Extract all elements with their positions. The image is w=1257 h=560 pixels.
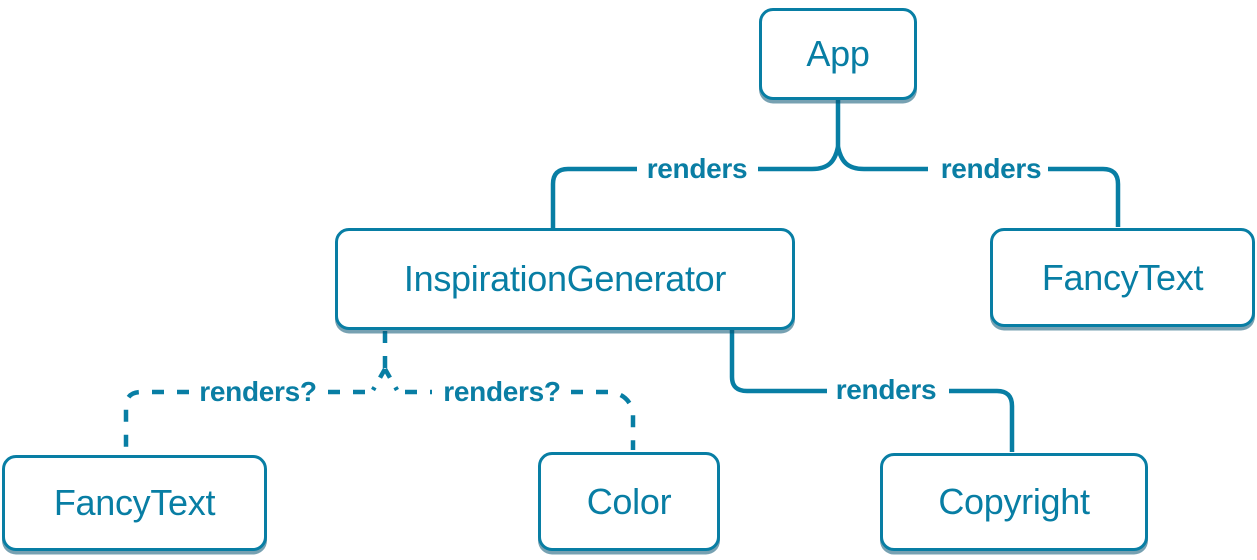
edge-app-fancytext-line <box>1048 166 1121 227</box>
edge-label-inspirationgenerator-copyright: renders <box>835 374 937 405</box>
edge-label-inspirationgenerator-color: renders? <box>443 376 561 407</box>
edge-label-inspirationgenerator-fancytext: renders? <box>199 376 317 407</box>
edge-inspirationgenerator-copyright-line-right <box>949 388 1015 452</box>
edge-inspirationgenerator-copyright-line-left <box>729 330 827 394</box>
edge-inspirationgenerator-fancytext-dashed-line <box>123 389 189 454</box>
node-app: App <box>759 8 917 100</box>
edge-label-app-inspirationgenerator: renders <box>646 153 748 184</box>
node-copyright: Copyright <box>880 453 1148 551</box>
node-fancy-text-bottom: FancyText <box>2 455 267 551</box>
edge-app-fork-line <box>758 146 928 172</box>
node-fancy-text-top: FancyText <box>990 228 1255 327</box>
edge-label-app-fancytext: renders <box>940 153 1042 184</box>
node-inspiration-generator: InspirationGenerator <box>335 228 795 330</box>
edge-dashed-fork-left-line <box>371 367 387 392</box>
node-color: Color <box>538 452 720 551</box>
edge-dashed-fork-right-line <box>383 367 399 392</box>
edge-inspirationgenerator-color-dashed-line <box>571 389 636 450</box>
edge-app-inspirationgenerator-line <box>550 166 637 228</box>
